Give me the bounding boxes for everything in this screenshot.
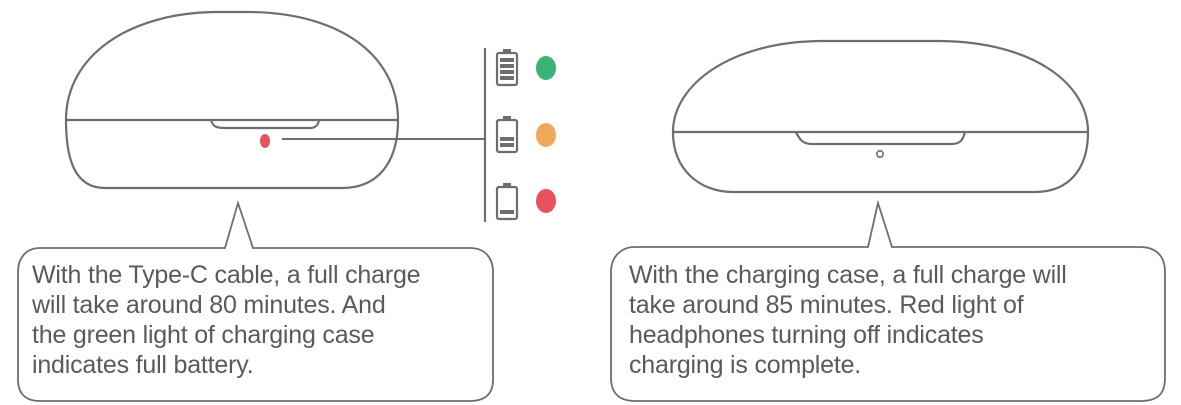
battery-full-icon bbox=[495, 49, 519, 87]
left-charging-case bbox=[64, 10, 400, 190]
right-charging-case bbox=[671, 39, 1090, 194]
left-callout-bubble bbox=[17, 199, 494, 402]
left-callout-text: With the Type-C cable, a full charge wil… bbox=[32, 261, 421, 379]
battery-medium-icon bbox=[495, 116, 519, 154]
led-orange bbox=[536, 123, 556, 147]
right-callout-bubble bbox=[610, 199, 1166, 402]
led-red bbox=[536, 189, 556, 213]
right-callout-text: With the charging case, a full charge wi… bbox=[629, 261, 1067, 379]
case-led-indicator bbox=[260, 134, 270, 148]
led-green bbox=[536, 56, 556, 80]
battery-low-icon bbox=[495, 183, 519, 221]
case-pinhole-led bbox=[875, 150, 884, 159]
